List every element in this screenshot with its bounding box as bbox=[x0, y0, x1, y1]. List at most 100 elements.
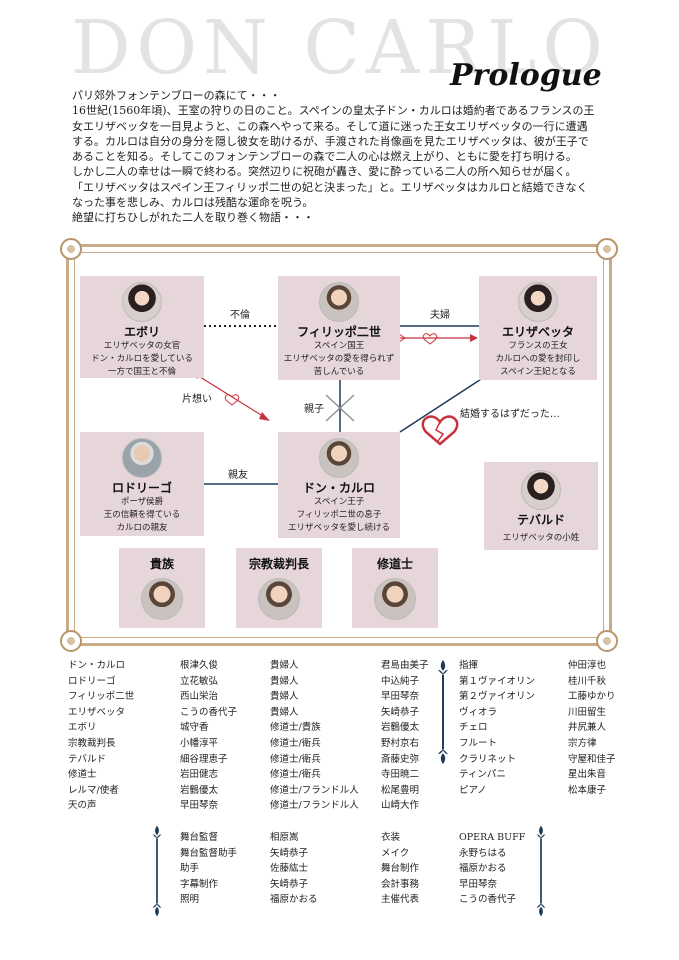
label-unrequited: 片想い bbox=[182, 394, 212, 405]
intro-line: しかし二人の幸せは一瞬で終わる。突然辺りに祝砲が轟き、愛に酔っている二人の所へ知… bbox=[72, 165, 577, 179]
list-item: 早田琴奈 bbox=[459, 878, 498, 890]
character-rodrigo: ロドリーゴ ポーザ侯爵 王の信頼を得ている カルロの親友 bbox=[80, 432, 204, 536]
staff-names-a: 相原嵩 矢崎恭子 佐藤紘士 矢崎恭子 福原かおる bbox=[270, 830, 318, 908]
character-name: テバルド bbox=[516, 513, 565, 527]
list-item: 福原かおる bbox=[270, 894, 318, 906]
elisabetta-portrait bbox=[518, 282, 558, 322]
monk-portrait bbox=[374, 578, 416, 620]
character-desc: カルロへの愛を封印し bbox=[495, 354, 581, 364]
intro-line: あることを知る。そしてこのフォンテンブローの森で二人の心は燃え上がり、ともに愛を… bbox=[72, 150, 577, 164]
list-item: 第２ヴァイオリン bbox=[459, 691, 536, 703]
list-item: 早田琴奈 bbox=[180, 800, 219, 812]
rodrigo-portrait bbox=[122, 438, 162, 478]
list-item: 細谷理恵子 bbox=[180, 753, 228, 765]
list-item: 指揮 bbox=[459, 660, 479, 671]
orchestra-roles: 指揮 第１ヴァイオリン 第２ヴァイオリン ヴィオラ チェロ フルート クラリネッ… bbox=[459, 658, 535, 798]
character-desc: スペイン王妃となる bbox=[500, 367, 576, 377]
list-item: 岩鶴優太 bbox=[180, 784, 219, 796]
list-item: 小幡淳平 bbox=[180, 737, 219, 749]
character-name: ロドリーゴ bbox=[111, 481, 172, 495]
eboli-portrait bbox=[122, 282, 162, 322]
intro-line: 16世紀(1560年頃)、王室の狩りの日のこと。スペインの皇太子ドン・カルロは婚… bbox=[72, 104, 595, 118]
cast-principals: 根津久俊 立花敏弘 西山栄治 こうの香代子 城守香 小幡淳平 細谷理恵子 岩田健… bbox=[180, 658, 237, 814]
list-item: レルマ/使者 bbox=[68, 784, 119, 796]
label-parent-child: 親子 bbox=[304, 404, 324, 415]
broken-cross bbox=[325, 394, 355, 422]
list-item: 根津久俊 bbox=[180, 660, 219, 671]
character-desc: ドン・カルロを愛している bbox=[91, 354, 193, 364]
list-item: 井尻兼人 bbox=[568, 722, 607, 734]
supposed-marry-line bbox=[399, 371, 493, 433]
character-noble: 貴族 bbox=[119, 548, 205, 628]
fleur-divider-icon bbox=[438, 659, 448, 765]
list-item: 矢崎恭子 bbox=[270, 878, 309, 890]
list-item: 君島由美子 bbox=[381, 660, 429, 671]
list-item: こうの香代子 bbox=[459, 894, 517, 906]
list-item: 立花敏弘 bbox=[180, 675, 219, 687]
noble-portrait bbox=[141, 578, 183, 620]
character-desc: エリザベッタの小姓 bbox=[502, 533, 580, 543]
carlo-portrait bbox=[319, 438, 359, 478]
character-desc: スペイン国王 bbox=[313, 341, 365, 351]
list-item: 岩鶴優太 bbox=[381, 722, 420, 734]
inquisitor-portrait bbox=[258, 578, 300, 620]
title-watermark: DON CARLO bbox=[71, 5, 609, 91]
character-name: フィリッポ二世 bbox=[297, 325, 381, 339]
list-item: 舞台監督助手 bbox=[180, 847, 238, 859]
list-item: フィリッポ二世 bbox=[68, 691, 135, 703]
intro-line: なった事を悲しみ、カルロは残酷な運命を呪う。 bbox=[72, 196, 314, 210]
list-item: 助手 bbox=[180, 863, 200, 875]
character-filippo: フィリッポ二世 スペイン国王 エリザベッタの愛を得られず 苦しんでいる bbox=[278, 276, 400, 380]
list-item: 山崎大作 bbox=[381, 800, 420, 812]
character-name: 宗教裁判長 bbox=[248, 557, 309, 571]
list-item: 早田琴奈 bbox=[381, 691, 420, 703]
list-item: エリザベッタ bbox=[68, 706, 126, 718]
character-desc: 苦しんでいる bbox=[313, 367, 365, 377]
unrequited-arrowhead bbox=[259, 412, 270, 421]
chorus-names: 君島由美子 中込純子 早田琴奈 矢崎恭子 岩鶴優太 野村京右 斎藤史弥 寺田暁二… bbox=[381, 658, 429, 814]
list-item: 照明 bbox=[180, 894, 200, 906]
chorus-roles: 貴婦人 貴婦人 貴婦人 貴婦人 修道士/貴族 修道士/衛兵 修道士/衛兵 修道士… bbox=[270, 658, 359, 814]
list-item: テバルド bbox=[68, 753, 107, 765]
list-item: 野村京右 bbox=[381, 737, 420, 749]
list-item: クラリネット bbox=[459, 753, 517, 765]
list-item: 字幕制作 bbox=[180, 878, 219, 890]
list-item: 舞台監督 bbox=[180, 832, 219, 843]
list-item: ロドリーゴ bbox=[68, 675, 116, 687]
list-item: 寺田暁二 bbox=[381, 769, 420, 781]
list-item: 貴婦人 bbox=[270, 675, 299, 687]
list-item: 岩田健志 bbox=[180, 769, 219, 781]
intro-text: パリ郊外フォンテンブローの森にて・・・ 16世紀(1560年頃)、王室の狩りの日… bbox=[72, 88, 620, 226]
label-friend: 親友 bbox=[228, 470, 248, 481]
character-desc: 一方で国王と不倫 bbox=[107, 367, 176, 377]
character-name: ドン・カルロ bbox=[302, 481, 375, 495]
frame-corner-ornament bbox=[596, 238, 618, 260]
character-inquisitor: 宗教裁判長 bbox=[236, 548, 322, 628]
character-desc: ポーザ侯爵 bbox=[120, 497, 164, 507]
heart-crack bbox=[435, 421, 445, 442]
cast-roles: ドン・カルロ ロドリーゴ フィリッポ二世 エリザベッタ エボリ 宗教裁判長 テバ… bbox=[68, 658, 134, 814]
list-item: 修道士/フランドル人 bbox=[270, 784, 359, 796]
married-heart-icon bbox=[422, 333, 438, 345]
fleur-divider-icon bbox=[536, 825, 546, 917]
list-item: 松本康子 bbox=[568, 784, 607, 796]
list-item: 主催代表 bbox=[381, 894, 420, 906]
list-item: 城守香 bbox=[180, 722, 209, 734]
character-tebaldo: テバルド エリザベッタの小姓 bbox=[484, 462, 598, 550]
list-item: 宗教裁判長 bbox=[68, 737, 116, 749]
intro-line: 絶望に打ちひしがれた二人を取り巻く物語・・・ bbox=[72, 211, 314, 225]
list-item: 修道士/衛兵 bbox=[270, 753, 321, 765]
character-desc: エリザベッタの女官 bbox=[103, 341, 181, 351]
list-item: フルート bbox=[459, 737, 498, 749]
character-carlo: ドン・カルロ スペイン王子 フィリッポ二世の息子 エリザベッタを愛し続ける bbox=[278, 432, 400, 538]
character-name: 修道士 bbox=[376, 557, 413, 571]
list-item: 会計事務 bbox=[381, 878, 420, 890]
list-item: 修道士/衛兵 bbox=[270, 769, 321, 781]
character-desc: エリザベッタを愛し続ける bbox=[287, 523, 390, 533]
list-item: 桂川千秋 bbox=[568, 675, 607, 687]
list-item: 斎藤史弥 bbox=[381, 753, 420, 765]
tebaldo-portrait bbox=[521, 470, 561, 510]
list-item: ティンパニ bbox=[459, 769, 506, 781]
list-item: 永野ちはる bbox=[459, 847, 507, 859]
